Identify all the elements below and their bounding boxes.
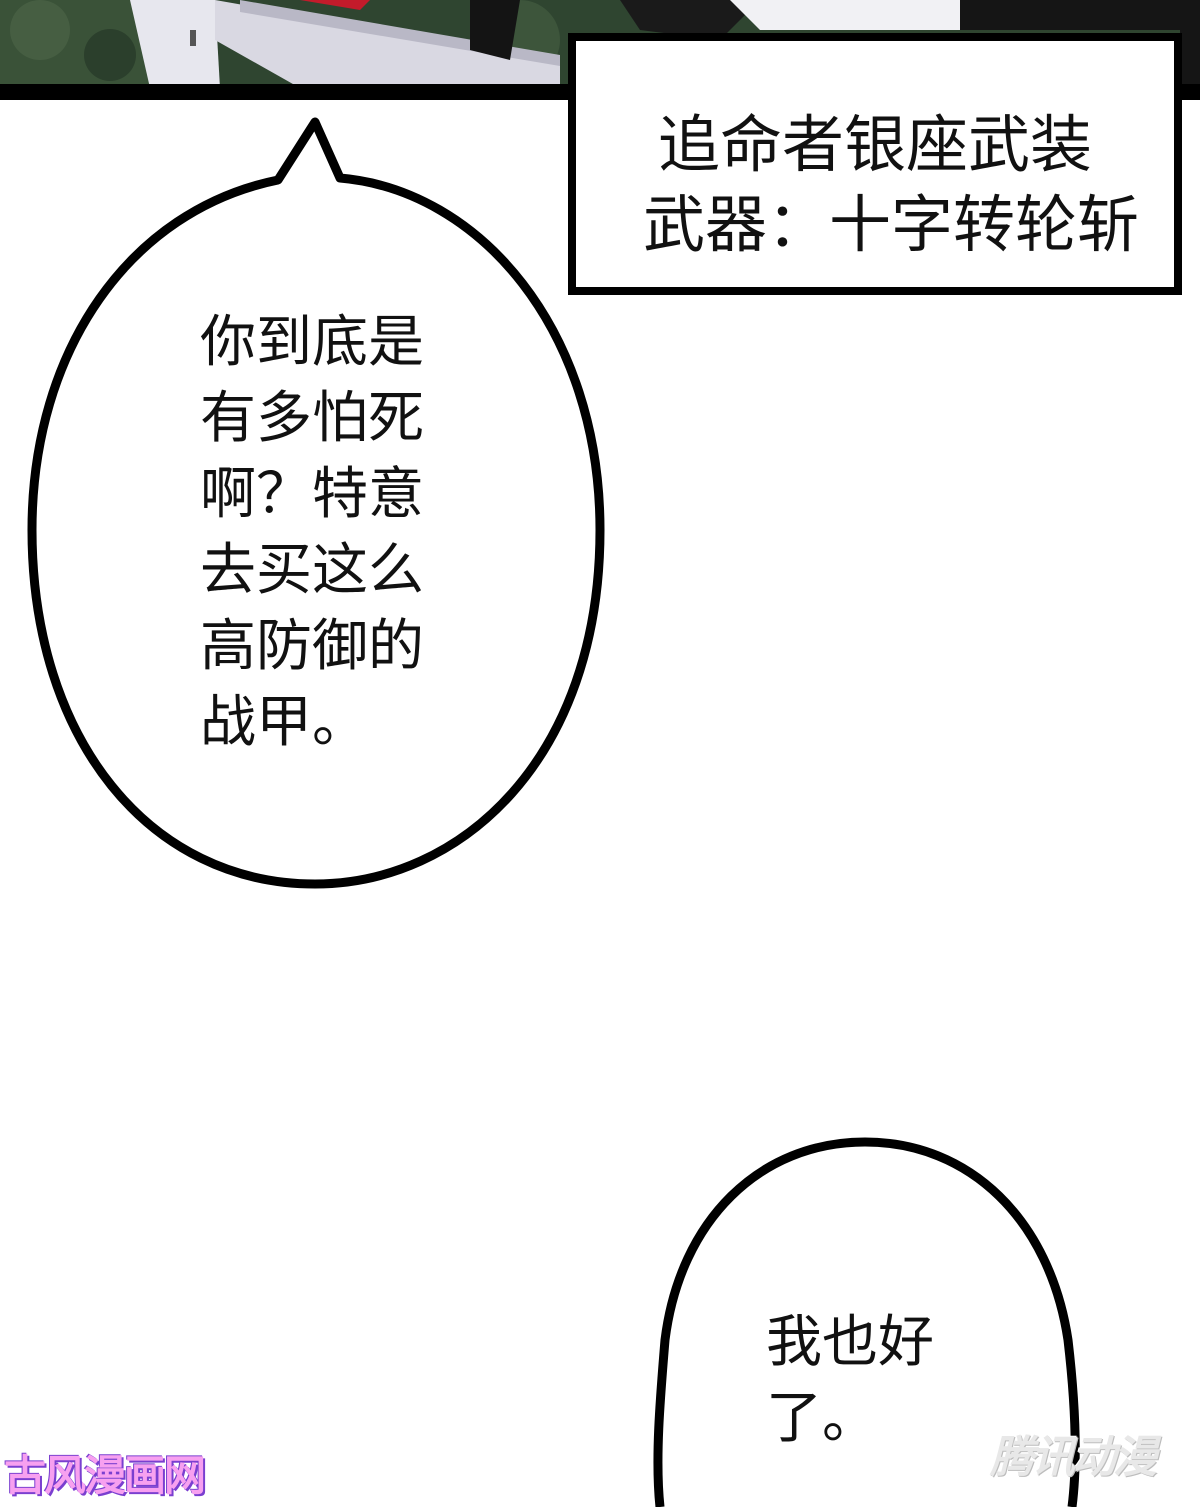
caption-line-1: 追命者银座武装 bbox=[657, 108, 1092, 181]
bubble-large-line: 啊？特意 bbox=[200, 462, 424, 527]
bubble-large-line: 去买这么 bbox=[200, 538, 424, 603]
bubble-large-line: 你到底是 bbox=[200, 310, 424, 375]
speech-bubble-small bbox=[653, 1137, 1080, 1507]
bubble-large-line: 有多怕死 bbox=[200, 386, 424, 451]
bubble-large-text: 你到底是 有多怕死 啊？特意 去买这么 高防御的 战甲。 bbox=[200, 305, 424, 761]
bubble-large-line: 战甲。 bbox=[200, 690, 368, 755]
bubble-small-line: 我也好 bbox=[766, 1310, 934, 1375]
caption-line-2: 武器：十字转轮斩 bbox=[642, 188, 1139, 261]
bubble-large-line: 高防御的 bbox=[200, 614, 424, 679]
bubble-small-line: 了。 bbox=[766, 1386, 878, 1451]
watermark-publisher-logo: 腾讯动漫 bbox=[990, 1432, 1157, 1483]
bubble-small-text: 我也好 了。 bbox=[766, 1305, 934, 1457]
watermark-site-logo: 古风漫画网 bbox=[4, 1451, 206, 1500]
speech-bubble-large bbox=[27, 117, 605, 889]
caption-box: 追命者银座武装 武器：十字转轮斩 bbox=[568, 33, 1182, 295]
